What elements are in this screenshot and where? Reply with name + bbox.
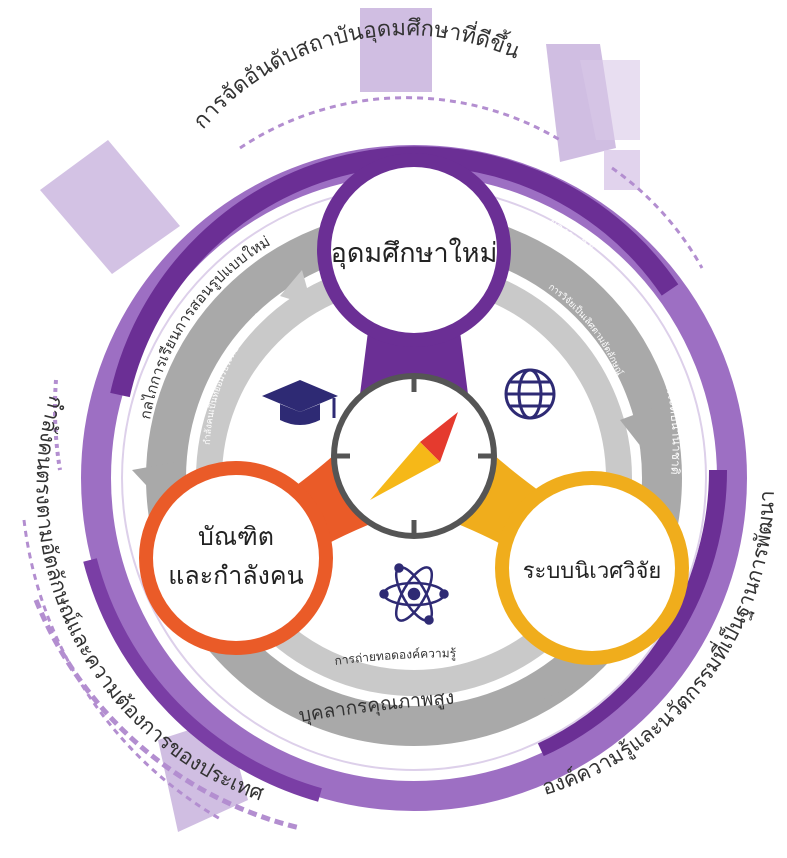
atom-icon (379, 563, 449, 625)
outer-top-textpath: การจัดอันดับสถาบันอุดมศึกษาที่ดีขึ้น (189, 16, 524, 134)
dashed-arcs (22, 96, 704, 831)
node-graduates-workforce: บัณฑิต และกำลังคน (139, 461, 333, 655)
node-left-label-1: บัณฑิต (198, 522, 274, 551)
node-top-label: อุดมศึกษาใหม่ (331, 237, 498, 270)
node-research-ecosystem: ระบบนิเวศวิจัย (495, 471, 689, 665)
globe-icon (504, 368, 556, 420)
outer-top-text: การจัดอันดับสถาบันอุดมศึกษาที่ดีขึ้น (189, 16, 524, 134)
node-right-label: ระบบนิเวศวิจัย (523, 559, 662, 584)
graduation-cap-icon (262, 380, 338, 425)
node-left-label-2: และกำลังคน (168, 561, 303, 590)
node-higher-education: อุดมศึกษาใหม่ (317, 153, 511, 347)
compass-icon (331, 373, 497, 539)
